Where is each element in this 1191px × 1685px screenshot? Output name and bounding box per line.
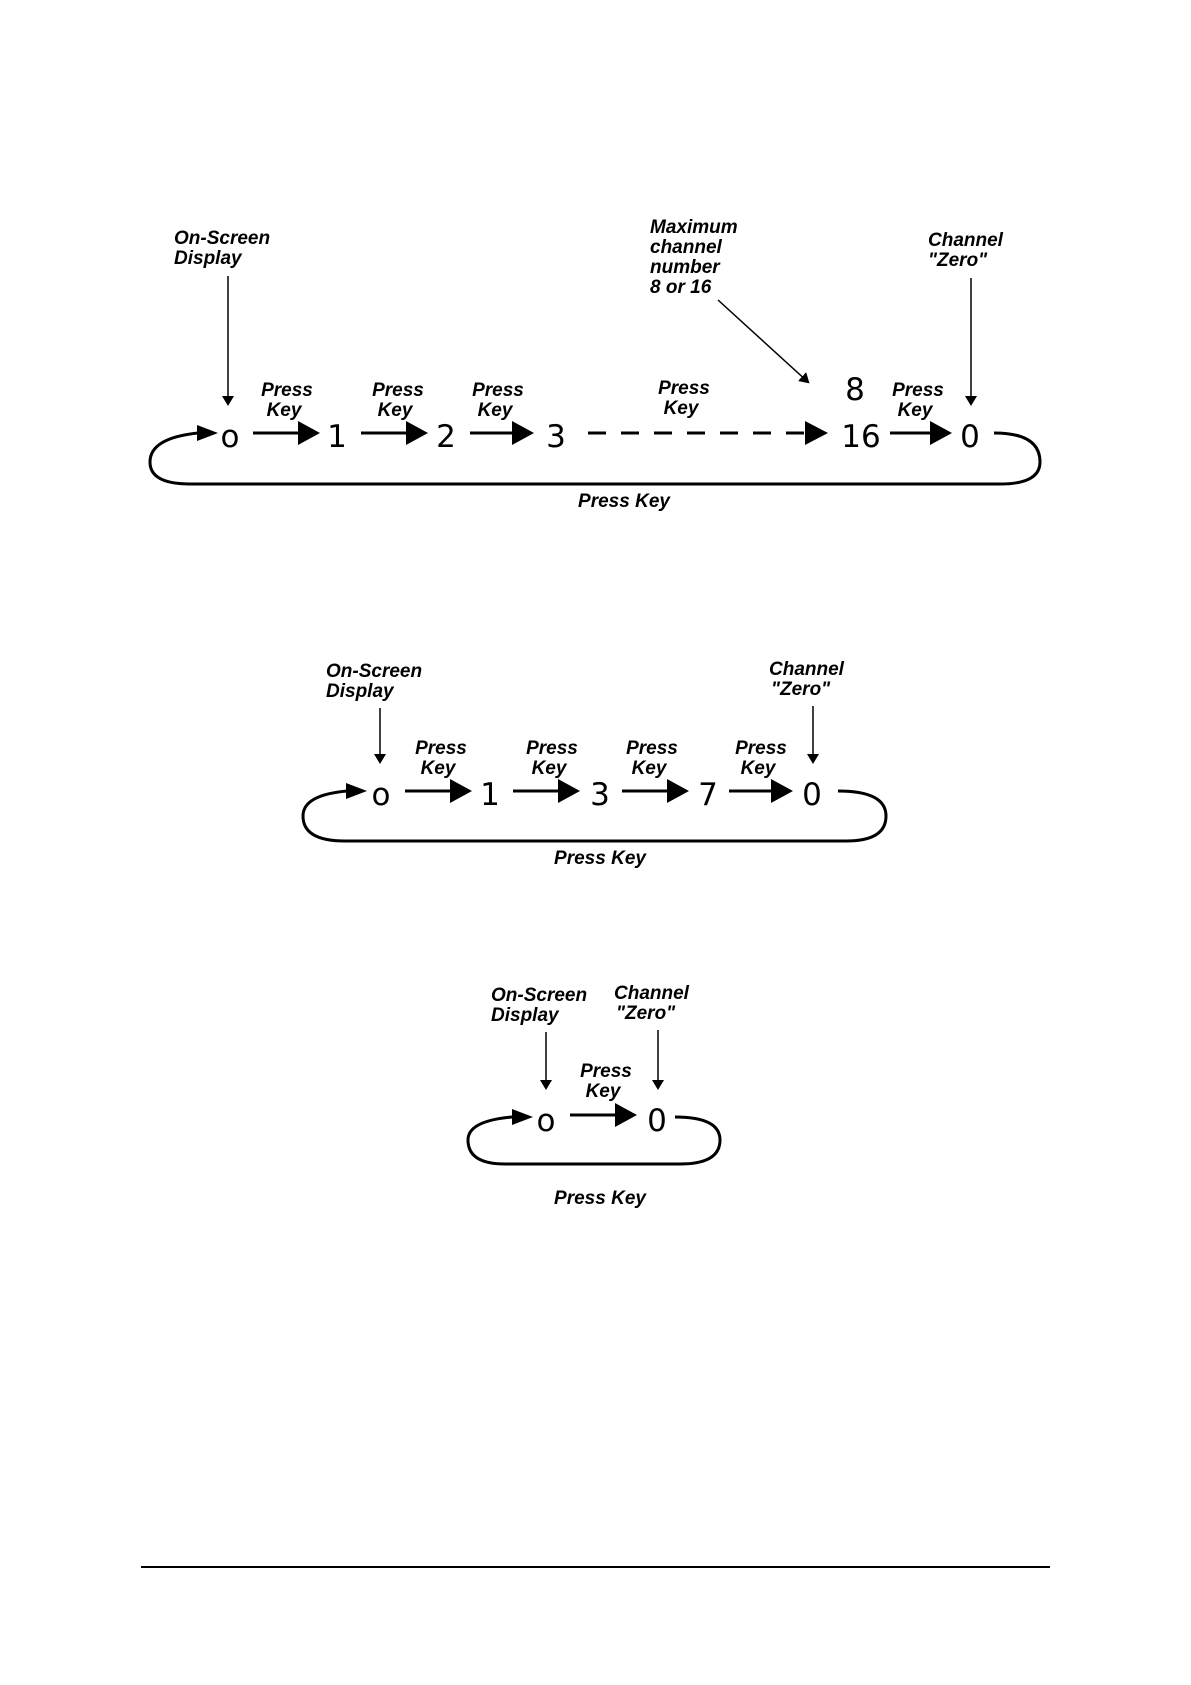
channel-value: 3 xyxy=(590,777,610,813)
loop-label: Press Key xyxy=(554,1188,647,1209)
loop-arrowhead xyxy=(346,783,367,799)
press-label: Press xyxy=(735,738,787,759)
loop-arrowhead xyxy=(512,1109,533,1125)
loop-label: Press Key xyxy=(578,491,671,512)
diagram-single-channel: Press Key On-Screen Display Channel "Zer… xyxy=(468,983,720,1209)
channel-zero-label: Channel xyxy=(614,983,690,1004)
press-label: Press xyxy=(892,380,944,401)
callout-arrow xyxy=(718,300,808,382)
loop-line xyxy=(150,433,1040,484)
key-label: Key xyxy=(898,400,934,421)
key-label: Key xyxy=(478,400,514,421)
key-label: Key xyxy=(741,758,777,779)
step-arrow xyxy=(729,779,793,803)
on-screen-label: Display xyxy=(326,681,395,702)
maximum-label: number xyxy=(650,257,721,278)
on-screen-label: Display xyxy=(491,1005,560,1026)
press-label: Press xyxy=(415,738,467,759)
step-arrow xyxy=(513,779,580,803)
step-arrow xyxy=(405,779,472,803)
channel-value: 2 xyxy=(436,419,456,455)
press-label: Press xyxy=(261,380,313,401)
channel-value: o xyxy=(372,777,391,813)
loop-arrowhead xyxy=(197,425,218,441)
on-screen-label: Display xyxy=(174,248,243,269)
press-label: Press xyxy=(626,738,678,759)
step-arrow xyxy=(253,421,320,445)
channel-zero-label: "Zero" xyxy=(928,250,988,271)
channel-value: o xyxy=(537,1103,556,1139)
channel-value: 7 xyxy=(698,777,718,813)
channel-value: 1 xyxy=(327,419,347,455)
step-arrow xyxy=(570,1103,637,1127)
press-label: Press xyxy=(526,738,578,759)
key-label: Key xyxy=(532,758,568,779)
press-label: Press xyxy=(580,1061,632,1082)
maximum-label: channel xyxy=(650,237,723,258)
channel-zero-label: Channel xyxy=(928,230,1004,251)
key-label: Key xyxy=(421,758,457,779)
channel-value: 16 xyxy=(841,419,880,455)
press-label: Press xyxy=(372,380,424,401)
channel-zero-label: Channel xyxy=(769,659,845,680)
diagram-max-channels: Press Key On-Screen Display Channel "Zer… xyxy=(150,217,1040,512)
dashed-step-arrow xyxy=(588,421,828,445)
channel-value: 0 xyxy=(647,1103,667,1139)
channel-zero-label: "Zero" xyxy=(616,1003,676,1024)
maximum-label: 8 or 16 xyxy=(650,277,712,298)
key-label: Key xyxy=(267,400,303,421)
key-label: Key xyxy=(632,758,668,779)
key-label: Key xyxy=(664,398,700,419)
step-arrow xyxy=(470,421,534,445)
channel-zero-label: "Zero" xyxy=(771,679,831,700)
channel-value: 0 xyxy=(802,777,822,813)
diagram-four-channels: Press Key On-Screen Display Channel "Zer… xyxy=(303,659,886,869)
key-label: Key xyxy=(378,400,414,421)
on-screen-label: On-Screen xyxy=(491,985,587,1006)
maximum-label: Maximum xyxy=(650,217,738,238)
step-arrow xyxy=(890,421,952,445)
key-label: Key xyxy=(586,1081,622,1102)
on-screen-label: On-Screen xyxy=(326,661,422,682)
press-label: Press xyxy=(658,378,710,399)
loop-line xyxy=(468,1117,720,1164)
loop-label: Press Key xyxy=(554,848,647,869)
channel-value-alt: 8 xyxy=(845,372,865,408)
channel-value: 0 xyxy=(960,419,980,455)
press-label: Press xyxy=(472,380,524,401)
on-screen-label: On-Screen xyxy=(174,228,270,249)
step-arrow xyxy=(622,779,689,803)
channel-value: o xyxy=(221,419,240,455)
step-arrow xyxy=(361,421,428,445)
channel-value: 1 xyxy=(480,777,500,813)
channel-value: 3 xyxy=(546,419,566,455)
